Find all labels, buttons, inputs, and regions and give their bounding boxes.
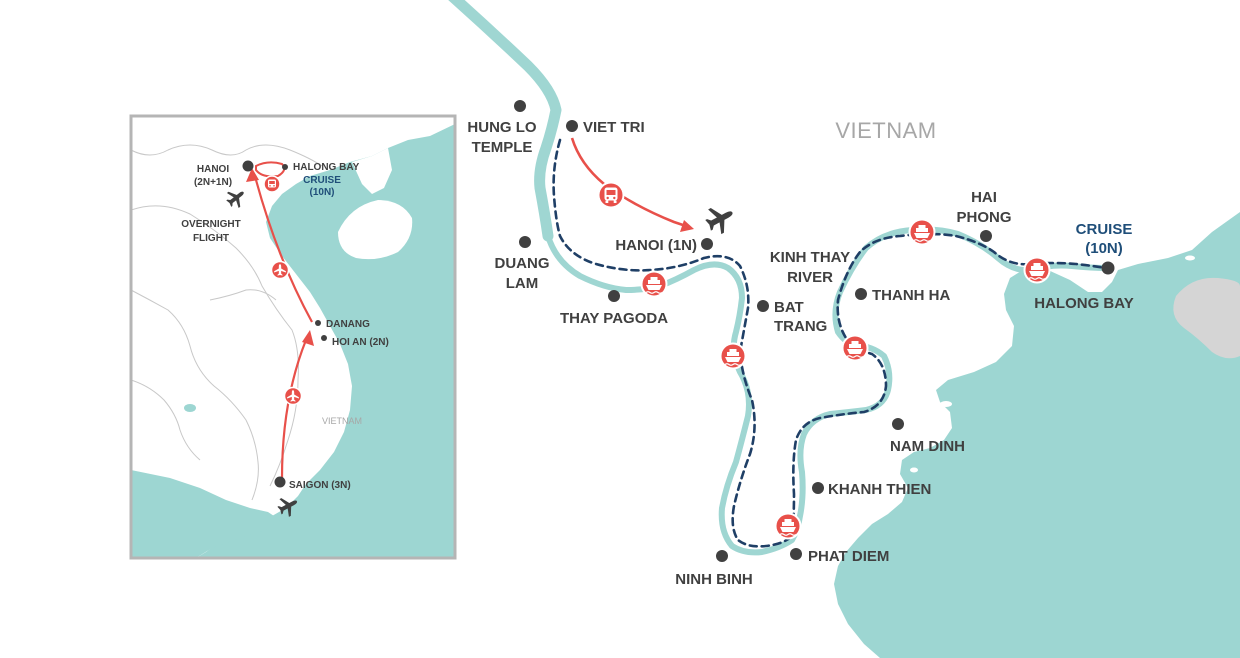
ship-icon	[908, 218, 936, 246]
label-cruise-nights: (10N)	[1085, 240, 1123, 257]
label-bat: BAT	[774, 299, 804, 316]
bus-icon	[597, 181, 625, 209]
plane-icon	[272, 262, 289, 279]
ship-icon	[1023, 256, 1051, 284]
inset-label-hoi-an: HOI AN (2N)	[332, 337, 389, 348]
dot-phat-diem	[790, 548, 802, 560]
plane-icon	[701, 200, 739, 238]
dot-bat-trang	[757, 300, 769, 312]
inset-label-danang: DANANG	[326, 319, 370, 330]
dot-thay-pagoda	[608, 290, 620, 302]
label-halong-bay: HALONG BAY	[1034, 295, 1133, 312]
dot-hanoi	[701, 238, 713, 250]
inset-country-label: VIETNAM	[322, 416, 362, 426]
dot-viet-tri	[566, 120, 578, 132]
label-duang: DUANG	[495, 255, 550, 272]
label-kinh-thay: KINH THAY	[770, 249, 850, 266]
inset-label-saigon: SAIGON (3N)	[289, 480, 351, 491]
label-cruise: CRUISE	[1076, 221, 1133, 238]
inset-cruise-loop	[255, 161, 286, 178]
inset-label-cruise: CRUISE	[303, 175, 341, 186]
ship-icon	[774, 512, 802, 540]
inset-flight-routes	[254, 179, 313, 479]
inset-label-flight: FLIGHT	[193, 233, 229, 244]
label-temple: TEMPLE	[472, 139, 533, 156]
dot-hung-lo-temple	[514, 100, 526, 112]
dot-inset-hoian	[321, 335, 327, 341]
dot-inset-hanoi	[242, 160, 254, 172]
ship-icon	[841, 334, 869, 362]
dot-ninh-binh	[716, 550, 728, 562]
shoal	[1173, 277, 1240, 359]
gulf-of-tonkin	[834, 212, 1240, 658]
inset-map: HANOI (2N+1N) HALONG BAY CRUISE (10N) OV…	[129, 114, 457, 560]
label-phong: PHONG	[956, 209, 1011, 226]
ship-icon	[719, 342, 747, 370]
inset-label-overnight: OVERNIGHT	[181, 219, 240, 230]
label-thay-pagoda: THAY PAGODA	[560, 310, 668, 327]
label-trang: TRANG	[774, 318, 827, 335]
dot-hai-phong	[980, 230, 992, 242]
dot-duang-lam	[519, 236, 531, 248]
plane-icon	[285, 388, 302, 405]
ship-icon	[640, 270, 668, 298]
dot-thanh-ha	[855, 288, 867, 300]
dot-nam-dinh	[892, 418, 904, 430]
inset-land	[131, 116, 455, 558]
label-hanoi: HANOI (1N)	[615, 237, 697, 254]
hainan-island	[338, 200, 413, 260]
dot-inset-danang	[315, 320, 321, 326]
label-thanh-ha: THANH HA	[872, 287, 950, 304]
red-river	[448, 0, 1109, 556]
transfer-route	[570, 137, 694, 232]
label-hai: HAI	[971, 189, 997, 206]
inset-label-hanoi: HANOI	[197, 164, 229, 175]
label-river: RIVER	[787, 269, 833, 286]
main-map: VIETNAM HUNG LO TEMPLE VIET TRI HANOI (1…	[448, 0, 1240, 658]
label-hung-lo: HUNG LO	[467, 119, 536, 136]
inset-borders	[131, 144, 323, 501]
inset-label-hanoi-nights: (2N+1N)	[194, 177, 232, 188]
dot-khanh-thien	[812, 482, 824, 494]
dot-halong-bay	[1101, 261, 1115, 275]
country-label: VIETNAM	[835, 118, 936, 143]
label-ninh-binh: NINH BINH	[675, 571, 753, 588]
label-khanh-thien: KHANH THIEN	[828, 481, 931, 498]
dot-inset-halong	[282, 164, 288, 170]
inset-label-cruise-nights: (10N)	[309, 187, 334, 198]
dot-inset-saigon	[274, 476, 286, 488]
town-dots	[514, 100, 1115, 562]
label-nam-dinh: NAM DINH	[890, 438, 965, 455]
label-phat-diem: PHAT DIEM	[808, 548, 889, 565]
label-lam: LAM	[506, 275, 539, 292]
inset-label-halong-bay: HALONG BAY	[293, 162, 360, 173]
label-viet-tri: VIET TRI	[583, 119, 645, 136]
bus-icon	[263, 175, 281, 193]
